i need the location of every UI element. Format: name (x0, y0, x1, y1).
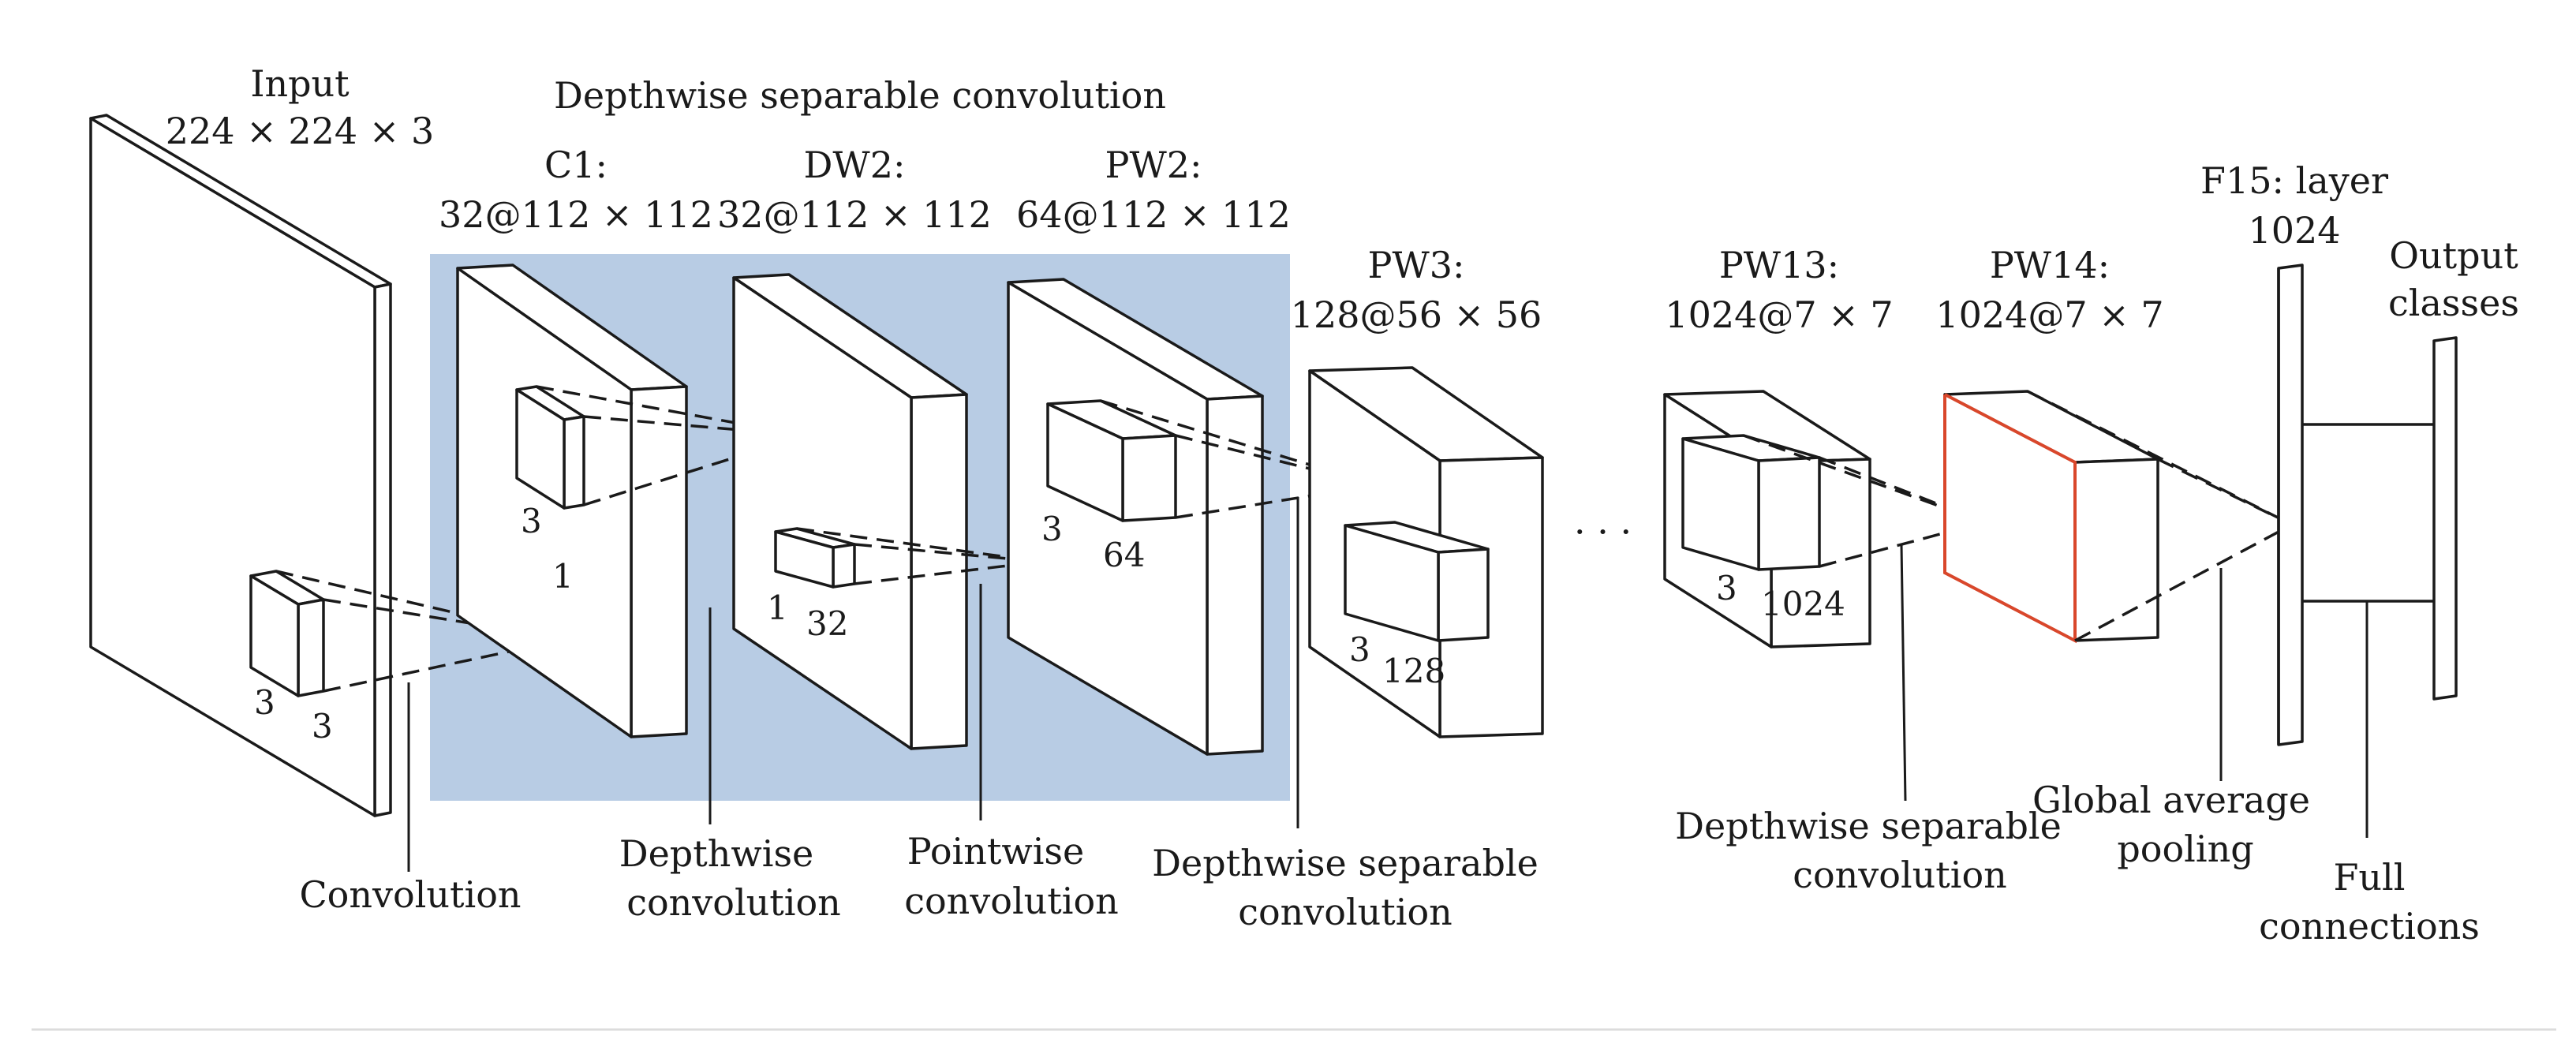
f15-size-label: 1024 (2248, 209, 2340, 252)
c1-kernel-dim-b: 1 (552, 557, 574, 596)
fc-label-line1: Full (2334, 856, 2406, 899)
output-label-line1: Output (2389, 234, 2518, 277)
gap-label-line2: pooling (2117, 828, 2253, 870)
pw2-kernel-cube (1046, 399, 1177, 522)
pw3-shape-label: 128@56 × 56 (1291, 293, 1542, 336)
pw14-name-label: PW14: (1990, 244, 2110, 286)
dsc-label-1-line1: Depthwise separable (1152, 842, 1538, 884)
pointwise-label-line1: Pointwise (907, 830, 1085, 873)
input-layer (89, 114, 392, 817)
pw3-kernel-dim-a: 3 (1349, 630, 1370, 669)
pw13-shape-label: 1024@7 × 7 (1665, 293, 1893, 336)
pw2-kernel-dim-b: 64 (1103, 536, 1145, 574)
convolution-label: Convolution (299, 873, 521, 916)
f15-name-label: F15: layer (2200, 159, 2388, 202)
dw2-kernel-dim-b: 32 (806, 604, 848, 643)
c1-name-label: C1: (544, 144, 608, 186)
pw14-pooling-projection (2027, 390, 2293, 642)
layers-ellipsis: · · · (1574, 510, 1632, 553)
pw2-name-label: PW2: (1105, 144, 1202, 186)
input-kernel-cube (249, 570, 325, 697)
pw3-kernel-cube (1344, 521, 1490, 642)
full-connection-lines (2302, 423, 2434, 603)
pw14-shape-label: 1024@7 × 7 (1935, 293, 2163, 336)
pw3-kernel-dim-b: 128 (1382, 652, 1445, 690)
leader-lines (407, 497, 2368, 872)
dsc-label-2-line1: Depthwise separable (1675, 805, 2062, 847)
c1-kernel-cube (515, 385, 585, 510)
pw2-kernel-dim-a: 3 (1041, 510, 1063, 548)
dw2-kernel-dim-a: 1 (767, 589, 788, 627)
output-label-line2: classes (2388, 282, 2519, 324)
f15-layer-bar (2277, 264, 2304, 746)
dsc-group-title: Depthwise separable convolution (554, 74, 1166, 117)
pw2-shape-label: 64@112 × 112 (1016, 193, 1291, 236)
pw14-layer (1943, 390, 2159, 644)
input-kernel-dim-a: 3 (254, 683, 275, 722)
dw2-kernel-cube (774, 527, 856, 589)
depthwise-label-line2: convolution (626, 881, 841, 924)
pw13-name-label: PW13: (1719, 244, 1839, 286)
dw2-kernel-projection (796, 527, 1042, 585)
input-kernel-dim-b: 3 (312, 707, 333, 746)
dsc-label-1-line2: convolution (1238, 891, 1453, 933)
pw13-kernel-dim-b: 1024 (1761, 585, 1845, 623)
gap-label-line1: Global average (2032, 779, 2310, 821)
c1-shape-label: 32@112 × 112 (439, 193, 713, 236)
pw13-kernel-cube (1681, 434, 1821, 571)
pointwise-label-line2: convolution (904, 880, 1119, 922)
pw3-name-label: PW3: (1368, 244, 1465, 286)
dsc-label-2-line2: convolution (1793, 854, 2007, 896)
dw2-layer (732, 273, 968, 750)
dw2-shape-label: 32@112 × 112 (717, 193, 992, 236)
input-label: Input (250, 62, 350, 105)
dw2-name-label: DW2: (804, 144, 906, 186)
input-shape-label: 224 × 224 × 3 (166, 110, 434, 152)
c1-layer (456, 264, 688, 738)
fc-label-line2: connections (2259, 905, 2480, 947)
output-layer-bar (2432, 336, 2458, 701)
depthwise-label-line1: Depthwise (619, 832, 814, 875)
c1-kernel-dim-a: 3 (521, 502, 542, 540)
pw13-kernel-dim-a: 3 (1716, 569, 1737, 607)
pw2-layer (1007, 278, 1264, 756)
